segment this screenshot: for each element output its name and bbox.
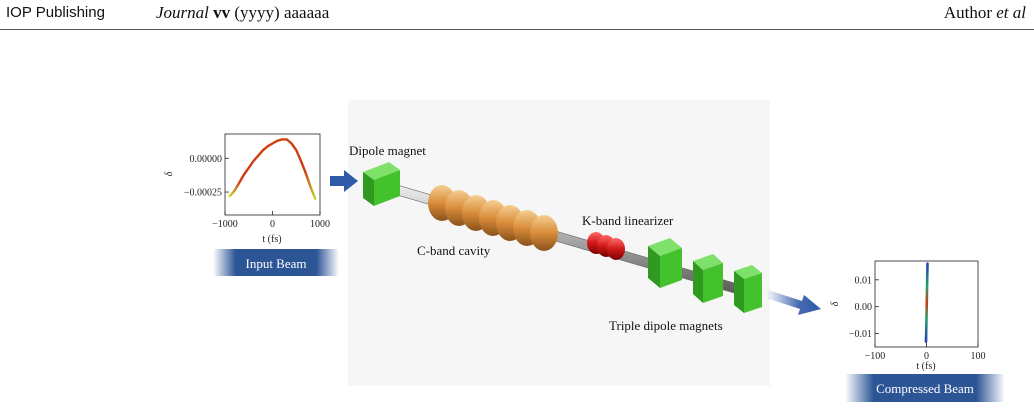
- header-rule: [0, 29, 1034, 30]
- dipole-magnet-icon: [363, 162, 400, 206]
- journal-volume: vv: [213, 3, 231, 22]
- triple-dipole-magnet-icon-2: [693, 254, 723, 303]
- input-beam-label: Input Beam: [245, 256, 306, 271]
- input-beam-box: [213, 249, 339, 276]
- author-line: Author et al: [944, 3, 1026, 23]
- et-al: et al: [996, 3, 1026, 22]
- compressed-phase-space-plot: −100 0 100 0.01 0.00 −0.01 t (fs) δ: [830, 260, 986, 372]
- triple-dipole-magnet-icon-1: [648, 238, 682, 288]
- input-plot-x-tick-label: −1000: [212, 219, 238, 230]
- journal-year: (yyyy): [234, 3, 280, 22]
- dipole-magnet-label: Dipole magnet: [349, 143, 426, 158]
- input-beam-arrow: [330, 170, 358, 192]
- beamline-backdrop: [348, 100, 770, 386]
- k-band-linearizer-label: K-band linearizer: [582, 213, 674, 228]
- output-beam-arrow: [766, 290, 821, 315]
- compressed-plot-y-tick-label: −0.01: [849, 329, 872, 340]
- input-plot-y-tick-label: 0.00000: [190, 154, 223, 165]
- journal-reference: Journal vv (yyyy) aaaaaa: [156, 3, 329, 23]
- input-plot-x-tick-label: 0: [270, 219, 275, 230]
- compressed-plot-y-tick-label: 0.00: [855, 302, 873, 313]
- compressed-plot-data-trace: [924, 262, 929, 343]
- article-number: aaaaaa: [283, 3, 330, 22]
- compressed-plot-x-tick-label: 100: [971, 351, 986, 362]
- input-plot-frame: [224, 133, 321, 216]
- compressed-plot-x-tick-label: 0: [924, 351, 929, 362]
- journal-name: Journal: [156, 3, 209, 22]
- input-plot-y-tick-label: −0.00025: [184, 188, 222, 199]
- input-plot-data-trace: [228, 138, 317, 201]
- publisher-name: IOP Publishing: [6, 4, 105, 21]
- input-plot-x-axis-label: t (fs): [262, 234, 281, 245]
- page-header: IOP Publishing Journal vv (yyyy) aaaaaa …: [0, 0, 1034, 30]
- compressed-plot-x-tick-label: −100: [865, 351, 886, 362]
- author-name: Author: [943, 3, 992, 22]
- compressed-plot-x-axis-label: t (fs): [916, 361, 935, 372]
- compressed-plot-y-axis-label: δ: [830, 301, 841, 306]
- k-band-linearizer-icon: [587, 232, 625, 260]
- triple-dipole-magnet-icon-3: [734, 265, 762, 313]
- input-phase-space-plot: −1000 0 1000 0.00000 −0.00025 t (fs) δ: [164, 133, 330, 245]
- c-band-cavity-label: C-band cavity: [417, 243, 491, 258]
- compressed-beam-label: Compressed Beam: [876, 381, 974, 396]
- triple-dipole-magnets-label: Triple dipole magnets: [609, 318, 723, 333]
- c-band-cavity-icon: [428, 185, 558, 251]
- input-plot-y-axis-label: δ: [164, 171, 175, 176]
- compressed-beam-box: [845, 374, 1005, 402]
- compressed-plot-y-tick-label: 0.01: [855, 275, 873, 286]
- input-plot-x-tick-label: 1000: [310, 219, 330, 230]
